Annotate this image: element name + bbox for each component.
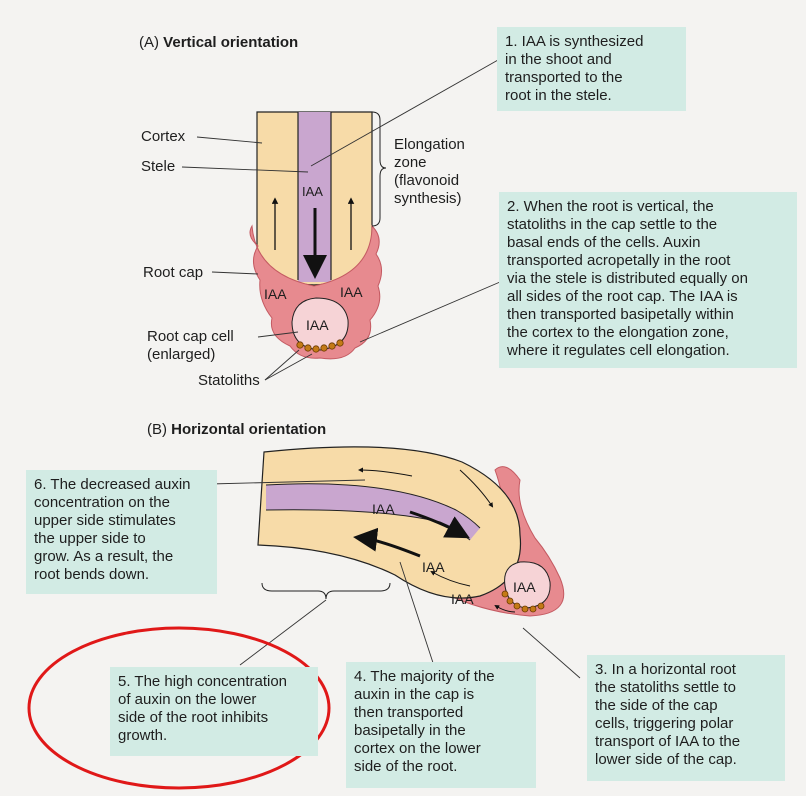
root-cap-label: Root cap <box>143 264 204 281</box>
panel-b-leaders <box>209 479 581 679</box>
statoliths <box>296 339 344 353</box>
panel-b-prefix: (B) <box>147 421 167 438</box>
root-cap <box>249 224 382 360</box>
highlight-ellipse <box>27 626 331 790</box>
note-4: 4. The majority of the auxin in the cap … <box>346 662 536 788</box>
panel-b-title: Horizontal orientation <box>171 421 327 438</box>
note-6: 6. The decreased auxin concentration on … <box>26 470 217 594</box>
stele-label: Stele <box>141 158 176 175</box>
note-3: 3. In a horizontal root the statoliths s… <box>587 655 785 781</box>
cortex-label: Cortex <box>141 128 186 145</box>
elongation-zone-label: Elongation zone (flavonoid synthesis) <box>394 136 465 207</box>
horizontal-lower-arrow <box>353 527 421 558</box>
vertical-root <box>249 111 387 360</box>
note-1: 1. IAA is synthesized in the shoot and t… <box>497 27 686 111</box>
iaa-label-cap-cell: IAA <box>306 317 329 333</box>
root-cap-cell-label: Root cap cell (enlarged) <box>147 328 234 363</box>
horizontal-stele-arrow <box>409 510 470 539</box>
statoliths-label: Statoliths <box>198 372 260 389</box>
elongation-bracket <box>371 111 387 227</box>
iaa-label-horizontal-cap-cell: IAA <box>513 579 536 595</box>
iaa-label-stele: IAA <box>302 184 323 199</box>
panel-a-prefix: (A) <box>139 34 159 51</box>
horizontal-root <box>257 446 565 617</box>
iaa-label-cap-right: IAA <box>340 284 363 300</box>
horizontal-stele <box>266 483 480 540</box>
panel-a-title: Vertical orientation <box>163 34 299 51</box>
growth-bracket <box>261 582 391 600</box>
note-5: 5. The high concentration of auxin on th… <box>110 667 318 756</box>
horizontal-cortex <box>257 446 522 599</box>
iaa-label-horizontal-stele: IAA <box>372 501 395 517</box>
horizontal-statoliths <box>501 590 545 613</box>
panel-b-heading: (B) Horizontal orientation <box>147 421 326 438</box>
iaa-label-horizontal-cortex: IAA <box>422 559 445 575</box>
iaa-label-cap-left: IAA <box>264 286 287 302</box>
panel-a-leaders <box>181 59 501 381</box>
panel-a-heading: (A) Vertical orientation <box>139 34 298 51</box>
iaa-label-horizontal-cap: IAA <box>451 591 474 607</box>
note-2: 2. When the root is vertical, the statol… <box>499 192 797 368</box>
